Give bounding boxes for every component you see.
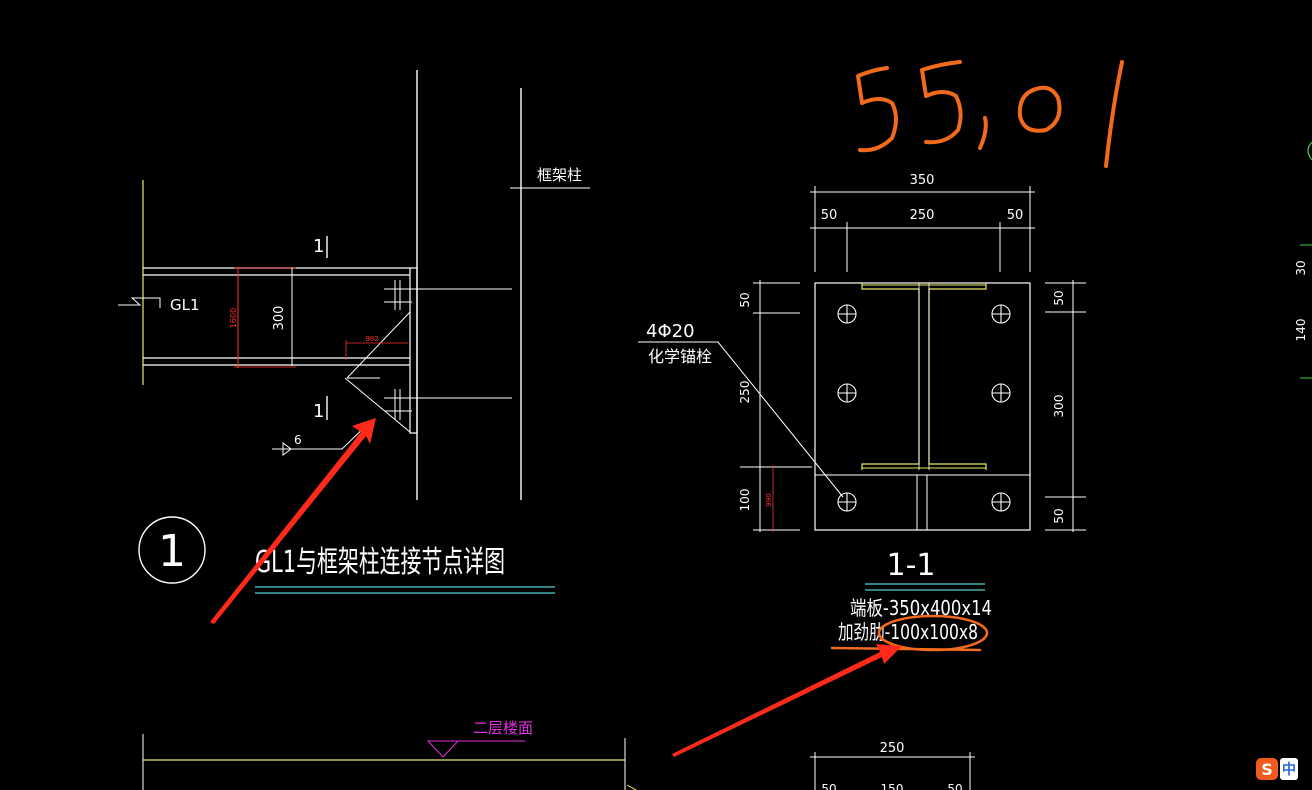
detail-index-circle xyxy=(138,516,206,584)
lower-dim-sub-1: 50 xyxy=(821,782,836,790)
right-dim-bottom: 50 xyxy=(1052,508,1066,523)
lower-dim-sub-3: 50 xyxy=(947,782,962,790)
section-mark-top: 1 xyxy=(313,236,324,257)
handwritten-digit-5a xyxy=(856,66,898,153)
column-label: 框架柱 xyxy=(537,166,582,184)
right-edge-dim-30: 30 xyxy=(1294,260,1308,275)
note-stiffener: 加劲肋-100x100x8 xyxy=(838,620,978,644)
weld-size: 6 xyxy=(294,433,302,447)
handwritten-digit-0 xyxy=(1017,85,1062,133)
right-edge-dim-140: 140 xyxy=(1294,319,1308,342)
left-dim-red: 990 xyxy=(765,493,773,506)
orange-markup xyxy=(830,60,1124,652)
lower-dim-top: 250 xyxy=(880,741,905,756)
detail-1 xyxy=(118,70,590,500)
dim-left: 50 xyxy=(821,208,838,223)
right-edge-partial xyxy=(1300,141,1312,379)
beam-label: GL1 xyxy=(170,296,200,314)
detail-title: GL1与框架柱连接节点详图 xyxy=(255,545,505,580)
handwritten-comma xyxy=(978,116,988,150)
ime-indicator[interactable]: S 中 xyxy=(1256,756,1312,782)
dim-right: 50 xyxy=(1007,208,1024,223)
floor-label: 二层楼面 xyxy=(473,719,533,737)
dim-mid: 250 xyxy=(910,208,935,223)
highlight-underline xyxy=(830,646,982,652)
lower-dim-sub-2: 150 xyxy=(881,782,904,790)
left-dim-mid: 250 xyxy=(738,381,752,404)
section-mark-bottom: 1 xyxy=(313,401,324,422)
sogou-logo-icon[interactable]: S xyxy=(1256,758,1278,780)
red-arrows xyxy=(210,418,902,757)
dim-small: 982 xyxy=(365,335,378,343)
right-dim-top: 50 xyxy=(1052,290,1066,305)
handwritten-digit-1 xyxy=(1104,60,1124,168)
arrow-2 xyxy=(672,644,902,757)
bolt-label-1: 4Φ20 xyxy=(646,321,695,342)
dim-vertical-outer: 1600 xyxy=(229,308,238,328)
section-1-1 xyxy=(638,186,1086,591)
arrow-1 xyxy=(210,418,376,624)
handwritten-digit-5b xyxy=(920,60,963,145)
bolt-label-2: 化学锚栓 xyxy=(648,347,712,366)
section-title: 1-1 xyxy=(887,548,936,583)
left-dim-bottom: 100 xyxy=(738,489,752,512)
lower-detail xyxy=(142,734,975,790)
right-dim-mid: 300 xyxy=(1052,395,1066,418)
dim-vertical-inner: 300 xyxy=(272,306,287,331)
dim-total: 350 xyxy=(910,173,935,188)
ime-mode-label[interactable]: 中 xyxy=(1280,758,1298,780)
detail-index-number: 1 xyxy=(158,526,186,577)
left-dim-top: 50 xyxy=(738,292,752,307)
